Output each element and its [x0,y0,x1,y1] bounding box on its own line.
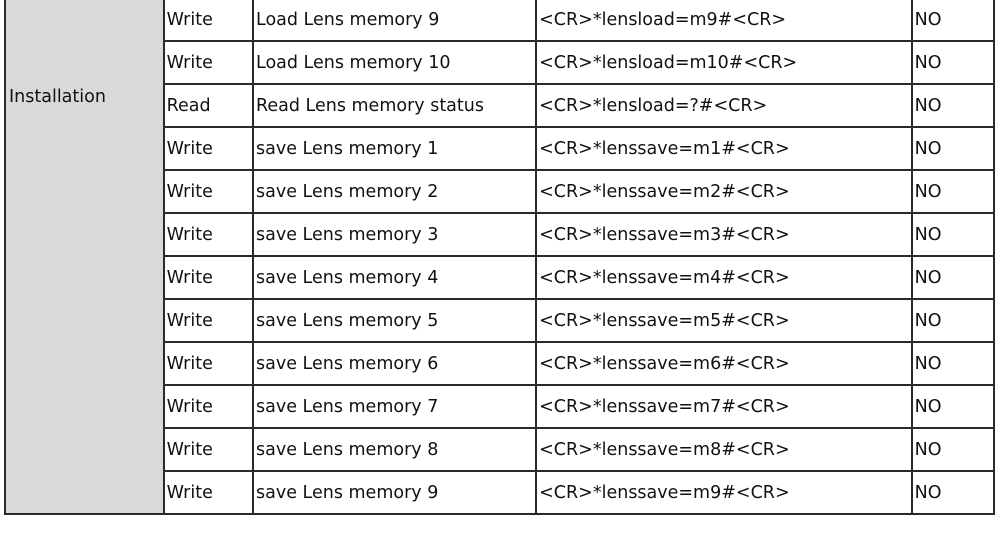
command-cell: <CR>*lenssave=m5#<CR> [535,298,913,343]
access-cell: Write [162,0,255,42]
return-cell: NO [910,470,996,515]
return-cell: NO [910,40,996,85]
command-cell: <CR>*lensload=m10#<CR> [535,40,913,85]
command-table-body: Installation Write Load Lens memory 9 <C… [4,0,996,515]
description-cell: save Lens memory 3 [251,212,538,257]
return-cell: NO [910,255,996,300]
description-cell: Read Lens memory status [251,83,538,128]
return-cell: NO [910,427,996,472]
access-cell: Write [162,255,255,300]
table-row: Read Read Lens memory status <CR>*lenslo… [5,83,996,128]
table-row: Write save Lens memory 1 <CR>*lenssave=m… [5,126,996,171]
return-cell: NO [910,0,996,42]
access-cell: Write [162,341,255,386]
table-row: Write Load Lens memory 10 <CR>*lensload=… [5,40,996,85]
description-cell: save Lens memory 6 [251,341,538,386]
description-cell: save Lens memory 7 [251,384,538,429]
access-cell: Write [162,212,255,257]
description-cell: save Lens memory 1 [251,126,538,171]
command-table: Installation Write Load Lens memory 9 <C… [4,0,996,515]
category-cell: Installation [4,0,165,515]
return-cell: NO [910,83,996,128]
table-row: Write save Lens memory 4 <CR>*lenssave=m… [5,255,996,300]
command-cell: <CR>*lenssave=m7#<CR> [535,384,913,429]
access-cell: Write [162,40,255,85]
description-cell: Load Lens memory 10 [251,40,538,85]
command-cell: <CR>*lenssave=m1#<CR> [535,126,913,171]
return-cell: NO [910,384,996,429]
description-cell: save Lens memory 5 [251,298,538,343]
table-row: Write save Lens memory 2 <CR>*lenssave=m… [5,169,996,214]
command-cell: <CR>*lensload=?#<CR> [535,83,913,128]
return-cell: NO [910,212,996,257]
table-row: Write save Lens memory 6 <CR>*lenssave=m… [5,341,996,386]
access-cell: Write [162,126,255,171]
description-cell: Load Lens memory 9 [251,0,538,42]
access-cell: Write [162,427,255,472]
return-cell: NO [910,169,996,214]
return-cell: NO [910,126,996,171]
command-cell: <CR>*lenssave=m9#<CR> [535,470,913,515]
access-cell: Write [162,298,255,343]
table-row: Write save Lens memory 5 <CR>*lenssave=m… [5,298,996,343]
command-cell: <CR>*lenssave=m3#<CR> [535,212,913,257]
table-row: Write save Lens memory 3 <CR>*lenssave=m… [5,212,996,257]
description-cell: save Lens memory 4 [251,255,538,300]
description-cell: save Lens memory 2 [251,169,538,214]
table-row: Installation Write Load Lens memory 9 <C… [4,0,996,515]
command-cell: <CR>*lenssave=m2#<CR> [535,169,913,214]
return-cell: NO [910,298,996,343]
description-cell: save Lens memory 9 [251,470,538,515]
access-cell: Write [162,384,255,429]
table-row: Write save Lens memory 8 <CR>*lenssave=m… [5,427,996,472]
command-cell: <CR>*lenssave=m6#<CR> [535,341,913,386]
table-row: Write save Lens memory 9 <CR>*lenssave=m… [5,470,996,515]
command-cell: <CR>*lenssave=m8#<CR> [535,427,913,472]
category-label: Installation [9,87,106,107]
command-cell: <CR>*lenssave=m4#<CR> [535,255,913,300]
access-cell: Write [162,470,255,515]
description-cell: save Lens memory 8 [251,427,538,472]
access-cell: Write [162,169,255,214]
access-cell: Read [162,83,255,128]
command-cell: <CR>*lensload=m9#<CR> [535,0,913,42]
table-row: Write save Lens memory 7 <CR>*lenssave=m… [5,384,996,429]
return-cell: NO [910,341,996,386]
